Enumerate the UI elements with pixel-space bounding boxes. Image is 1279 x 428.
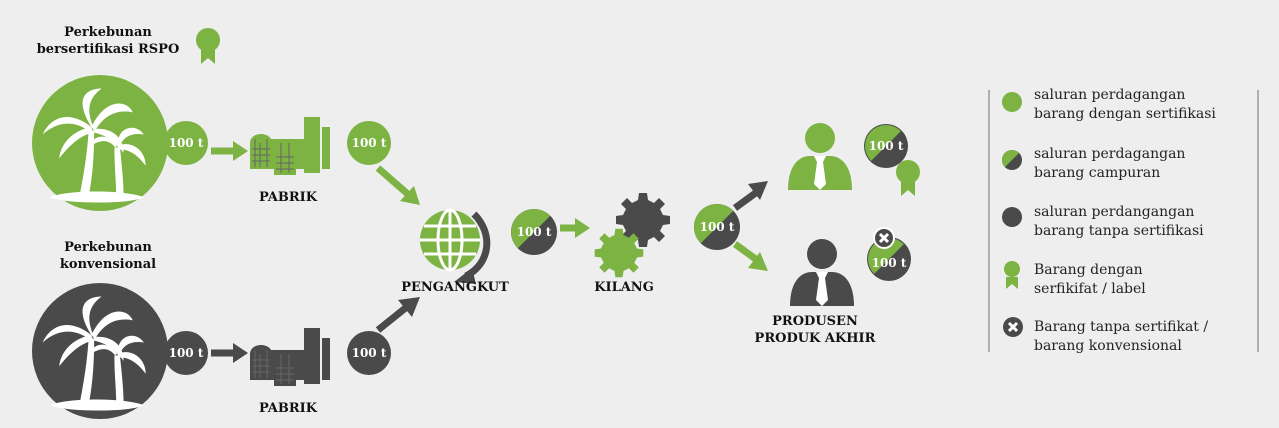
legend-line: saluran perdagangan	[1034, 146, 1186, 162]
label-line: Perkebunan	[64, 240, 152, 255]
qty-label: 100 t	[352, 346, 387, 360]
dark-circle-icon	[1002, 207, 1022, 227]
mill-label: PABRIK	[258, 190, 318, 205]
label-line: PRODUK AKHIR	[754, 331, 876, 346]
arrow-icon	[375, 297, 420, 333]
conventional-plantation-label: Perkebunan konvensional	[8, 239, 208, 273]
qty-label: 100 t	[869, 139, 904, 153]
legend-line: Barang dengan	[1034, 262, 1143, 278]
label-line: bersertifikasi RSPO	[36, 42, 180, 57]
legend-line: Barang tanpa sertifikat /	[1034, 319, 1209, 335]
arrow-icon	[375, 165, 420, 205]
label-line: Perkebunan	[64, 25, 152, 40]
qty-label: 100 t	[700, 220, 735, 234]
certified-plantation	[32, 75, 168, 211]
legend-line: barang dengan sertifikasi	[1034, 106, 1216, 122]
legend-item: saluran perdagangan barang campuran	[1034, 145, 1185, 183]
arrow-icon	[211, 141, 248, 161]
transporter-label: PENGANGKUT	[401, 280, 509, 295]
conventional-plantation	[32, 283, 168, 419]
conventional-plantation-circle	[32, 283, 168, 419]
legend-line: barang konvensional	[1034, 338, 1182, 354]
producer-label: PRODUSEN PRODUK AKHIR	[740, 313, 890, 347]
mixed-circle-icon	[1002, 150, 1022, 170]
green-circle-icon	[1002, 92, 1022, 112]
qty-circle-dark-2: 100 t	[347, 331, 391, 375]
qty-label: 100 t	[169, 136, 204, 150]
arrow-icon	[560, 218, 590, 238]
label-line: konvensional	[59, 257, 157, 272]
arrow-icon	[211, 343, 248, 363]
legend-item: saluran perdangangan barang tanpa sertif…	[1034, 203, 1204, 241]
arrow-icon	[732, 181, 768, 211]
x-mark-icon	[1003, 317, 1023, 337]
qty-circle-mixed-1: 100 t	[511, 209, 557, 255]
legend-line: barang tanpa sertifikasi	[1034, 223, 1204, 239]
certified-plantation-circle	[32, 75, 168, 211]
qty-circle-green-1: 100 t	[164, 121, 208, 165]
qty-label: 100 t	[169, 346, 204, 360]
x-mark-icon	[873, 227, 895, 249]
legend-item: Barang tanpa sertifikat / barang konvens…	[1034, 318, 1208, 356]
arrow-icon	[732, 241, 768, 271]
legend-line: saluran perdagangan	[1034, 87, 1186, 103]
certificate-badge-icon	[1004, 261, 1020, 289]
gear-icon	[594, 228, 644, 278]
qty-circle-mixed-3: 100 t	[864, 124, 908, 168]
legend-line: serfikifat / label	[1034, 281, 1146, 297]
mill-label: PABRIK	[258, 401, 318, 416]
certified-plantation-label: Perkebunan bersertifikasi RSPO	[8, 24, 208, 58]
legend-line: barang campuran	[1034, 165, 1161, 181]
refinery-label: KILANG	[594, 280, 654, 295]
qty-circle-mixed-2: 100 t	[694, 204, 740, 250]
qty-label: 100 t	[872, 256, 907, 270]
qty-label: 100 t	[517, 225, 552, 239]
qty-circle-green-2: 100 t	[347, 121, 391, 165]
legend-line: saluran perdangangan	[1034, 204, 1195, 220]
qty-circle-dark-1: 100 t	[164, 331, 208, 375]
qty-circle-mixed-4: 100 t	[867, 237, 911, 281]
legend-item: Barang dengan serfikifat / label	[1034, 261, 1146, 299]
qty-label: 100 t	[352, 136, 387, 150]
legend-item: saluran perdagangan barang dengan sertif…	[1034, 86, 1216, 124]
label-line: PRODUSEN	[772, 314, 858, 329]
globe-icon	[420, 208, 491, 284]
